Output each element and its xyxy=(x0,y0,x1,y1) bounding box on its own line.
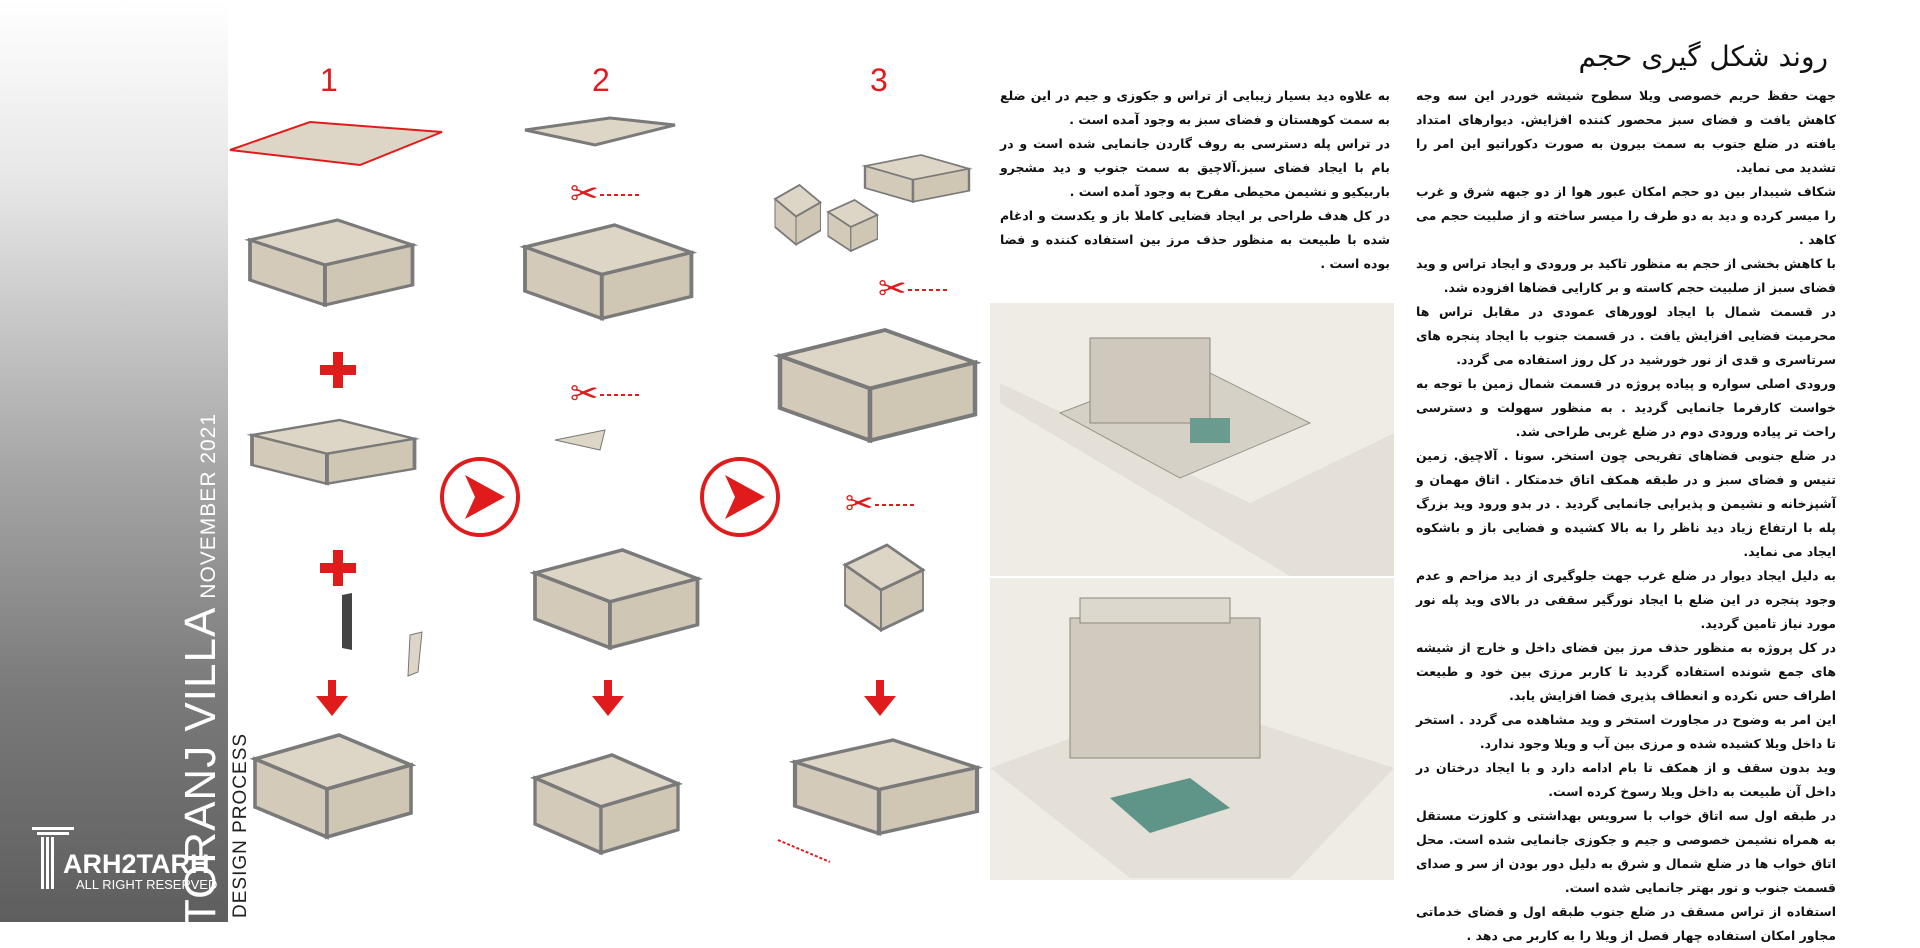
paragraph: در قسمت شمال با ایجاد لوورهای عمودی در م… xyxy=(1416,304,1836,367)
volume-box xyxy=(253,733,413,839)
side-gradient-band xyxy=(0,0,228,922)
arrow-down-icon xyxy=(316,680,348,716)
volume-box xyxy=(533,753,680,855)
step-number-3: 3 xyxy=(870,62,888,98)
paragraph: با کاهش بخشی از حجم به منظور تاکید بر ور… xyxy=(1416,256,1836,295)
site-plane xyxy=(229,120,443,167)
paragraph: جهت حفظ حریم خصوصی ویلا سطوح شیشه خوردر … xyxy=(1416,88,1836,175)
plus-icon xyxy=(320,352,356,388)
massing-diagram: ✂ xyxy=(229,116,990,863)
paragraph: در طبقه اول سه اتاق خواب با سرویس بهداشت… xyxy=(1416,808,1836,895)
column-logo-icon xyxy=(32,827,74,889)
step-number-2: 2 xyxy=(592,62,610,98)
volume-box xyxy=(795,740,977,834)
plus-icon xyxy=(320,550,356,586)
scissors-icon xyxy=(877,268,949,310)
step-number-1: 1 xyxy=(320,62,338,98)
arrow-down-icon xyxy=(864,680,896,716)
paragraph: در کل هدف طراحی بر ایجاد فضایی کاملا باز… xyxy=(1000,208,1390,271)
paragraph: ورودی اصلی سواره و پیاده پروژه در قسمت ش… xyxy=(1416,376,1836,439)
volume-box xyxy=(843,543,925,632)
paragraph: شکاف شیبدار بین دو حجم امکان عبور هوا از… xyxy=(1416,184,1836,247)
volume-box xyxy=(780,330,975,441)
paragraph: در تراس پله دسترسی به روف گاردن جانمایی … xyxy=(1000,136,1390,199)
scissors-icon xyxy=(569,373,641,415)
paragraph: وید بدون سقف و از همکف تا بام ادامه دارد… xyxy=(1416,760,1836,799)
volume-box xyxy=(533,548,700,650)
volume-box xyxy=(248,218,415,307)
paragraph: استفاده از تراس مسقف در ضلع جنوب طبقه او… xyxy=(1416,904,1836,943)
paragraph: به علاوه دید بسیار زیبایی از تراس و جکوز… xyxy=(1000,88,1390,127)
right-description: جهت حفظ حریم خصوصی ویلا سطوح شیشه خوردر … xyxy=(1416,84,1836,948)
page-heading: روند شکل گیری حجم xyxy=(1578,40,1828,73)
render-image-top xyxy=(990,303,1394,576)
render-image-bottom xyxy=(990,578,1394,880)
scissors-icon xyxy=(569,173,641,215)
paragraph: در کل پروژه به منظور حذف مرز بین فضای دا… xyxy=(1416,640,1836,703)
paragraph: این امر به وضوح در مجاورت استخر و وید مش… xyxy=(1416,712,1836,751)
arrow-down-icon xyxy=(592,680,624,716)
middle-description: به علاوه دید بسیار زیبایی از تراس و جکوز… xyxy=(1000,84,1390,276)
volume-box xyxy=(250,418,417,486)
paragraph: در ضلع جنوبی فضاهای تفریحی چون استخر. سو… xyxy=(1416,448,1836,559)
volume-box xyxy=(523,223,694,321)
paragraph: به دلیل ایجاد دیوار در ضلع غرب جهت جلوگی… xyxy=(1416,568,1836,631)
scissors-icon xyxy=(844,483,916,525)
